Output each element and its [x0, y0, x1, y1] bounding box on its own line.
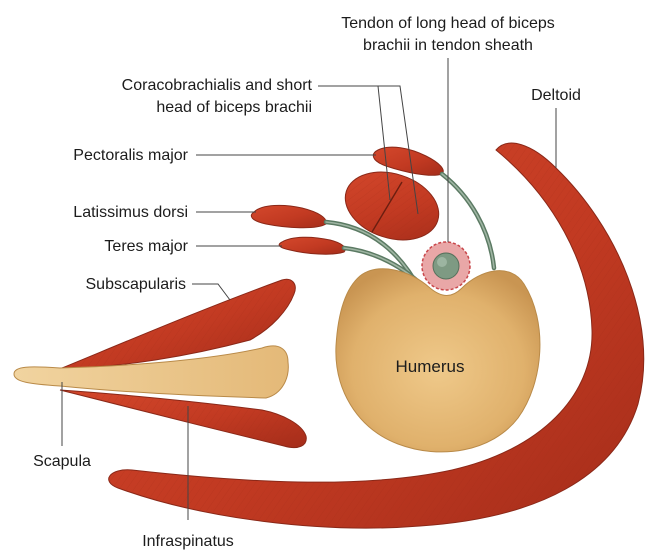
- pectoralis-major-muscle: [373, 147, 443, 175]
- teres-major-muscle: [279, 237, 345, 254]
- label-coracobrachialis-line2: head of biceps brachii: [156, 99, 312, 116]
- label-teres-major: Teres major: [104, 238, 188, 255]
- label-infraspinatus: Infraspinatus: [142, 533, 234, 550]
- infraspinatus-muscle: [60, 390, 306, 448]
- biceps-tendon-sheath: [422, 242, 470, 290]
- label-tendon-long-head-line2: brachii in tendon sheath: [363, 37, 533, 54]
- label-deltoid: Deltoid: [531, 87, 581, 104]
- label-tendon-long-head-line1: Tendon of long head of biceps: [341, 15, 555, 32]
- label-scapula: Scapula: [33, 453, 91, 470]
- label-pectoralis-major: Pectoralis major: [73, 147, 188, 164]
- label-latissimus-dorsi: Latissimus dorsi: [73, 204, 188, 221]
- latissimus-dorsi-muscle: [251, 205, 326, 227]
- label-humerus: Humerus: [396, 357, 465, 376]
- label-subscapularis: Subscapularis: [86, 276, 187, 293]
- label-coracobrachialis-line1: Coracobrachialis and short: [122, 77, 313, 94]
